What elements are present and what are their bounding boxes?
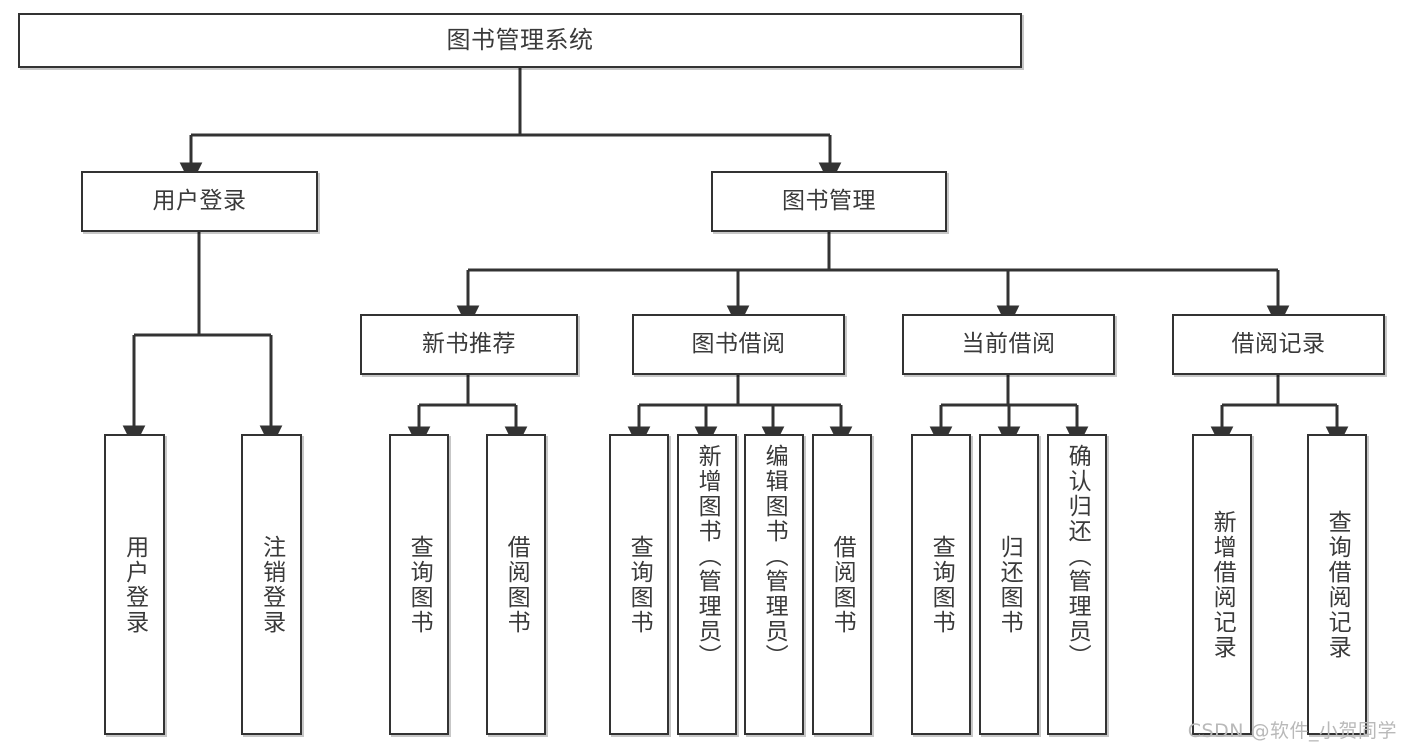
node-leaf-query-record-label: 查询借阅记录 <box>1324 509 1351 660</box>
node-new-book-recommend-label: 新书推荐 <box>422 330 516 357</box>
node-user-login[interactable]: 用户登录 <box>81 171 318 232</box>
node-leaf-edit-book[interactable]: 编辑图书（管理员） <box>744 434 804 735</box>
node-leaf-query-book-2-label: 查询图书 <box>626 534 653 635</box>
node-leaf-add-book-label: 新增图书（管理员） <box>694 444 721 669</box>
node-leaf-query-book-2[interactable]: 查询图书 <box>609 434 669 735</box>
node-leaf-borrow-book-2-label: 借阅图书 <box>829 534 856 635</box>
node-leaf-logout[interactable]: 注销登录 <box>241 434 302 735</box>
node-leaf-user-login-label: 用户登录 <box>121 534 148 635</box>
node-leaf-confirm-return-label: 确认归还（管理员） <box>1064 444 1091 669</box>
node-leaf-confirm-return[interactable]: 确认归还（管理员） <box>1047 434 1107 735</box>
node-book-management[interactable]: 图书管理 <box>711 171 947 232</box>
node-leaf-add-book[interactable]: 新增图书（管理员） <box>677 434 737 735</box>
node-root-label: 图书管理系统 <box>446 26 594 55</box>
node-leaf-borrow-book-2[interactable]: 借阅图书 <box>812 434 872 735</box>
node-current-borrow-label: 当前借阅 <box>961 330 1056 357</box>
node-leaf-borrow-book-1-label: 借阅图书 <box>503 534 530 635</box>
node-book-borrow-label: 图书借阅 <box>691 330 786 357</box>
node-leaf-query-book-1[interactable]: 查询图书 <box>389 434 449 735</box>
node-leaf-user-login[interactable]: 用户登录 <box>104 434 165 735</box>
node-user-login-label: 用户登录 <box>152 187 247 214</box>
node-new-book-recommend[interactable]: 新书推荐 <box>360 314 578 375</box>
node-leaf-query-book-3-label: 查询图书 <box>928 534 955 635</box>
node-leaf-edit-book-label: 编辑图书（管理员） <box>761 444 788 669</box>
node-book-management-label: 图书管理 <box>782 187 876 214</box>
node-leaf-add-record[interactable]: 新增借阅记录 <box>1192 434 1252 735</box>
csdn-watermark: CSDN @软件_小贺同学 <box>1187 720 1397 742</box>
node-leaf-query-book-1-label: 查询图书 <box>406 534 433 635</box>
node-root[interactable]: 图书管理系统 <box>18 13 1022 68</box>
node-borrow-record-label: 借阅记录 <box>1231 330 1326 357</box>
node-leaf-return-book-label: 归还图书 <box>996 534 1023 635</box>
node-current-borrow[interactable]: 当前借阅 <box>902 314 1115 375</box>
node-leaf-query-book-3[interactable]: 查询图书 <box>911 434 971 735</box>
node-borrow-record[interactable]: 借阅记录 <box>1172 314 1385 375</box>
node-leaf-logout-label: 注销登录 <box>258 534 285 635</box>
node-leaf-add-record-label: 新增借阅记录 <box>1209 509 1236 660</box>
node-book-borrow[interactable]: 图书借阅 <box>632 314 845 375</box>
node-leaf-return-book[interactable]: 归还图书 <box>979 434 1039 735</box>
node-leaf-borrow-book-1[interactable]: 借阅图书 <box>486 434 546 735</box>
node-leaf-query-record[interactable]: 查询借阅记录 <box>1307 434 1367 735</box>
